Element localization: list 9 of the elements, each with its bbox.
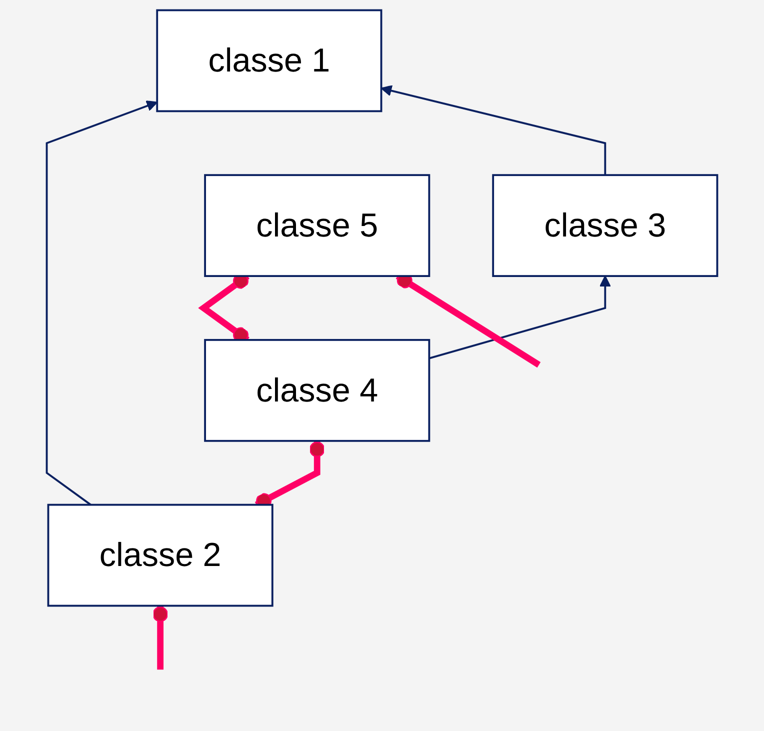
node-box: classe 4: [204, 338, 430, 442]
arrow: [428, 276, 611, 360]
node-box: classe 3: [492, 174, 718, 277]
arrow: [380, 85, 606, 176]
arrow: [46, 100, 158, 506]
node-box: classe 2: [47, 504, 274, 607]
node-box: classe 1: [156, 9, 382, 112]
node-box: classe 5: [204, 174, 430, 277]
connector: [152, 606, 168, 670]
